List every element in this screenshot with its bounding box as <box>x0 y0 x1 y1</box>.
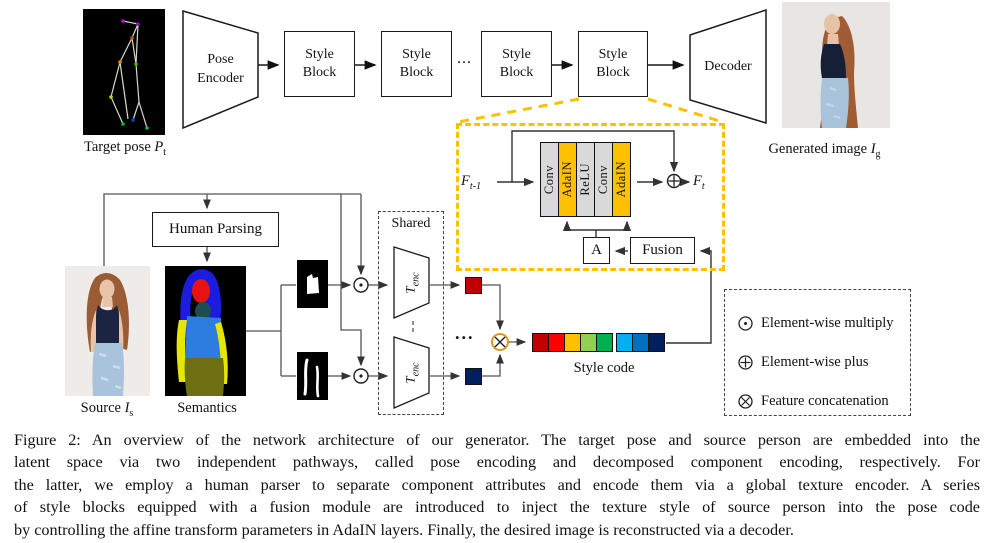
human-parsing-box: Human Parsing <box>152 212 279 247</box>
legend-item-concat: Feature concatenation <box>737 382 910 421</box>
pose-encoder: Pose Encoder <box>182 10 259 129</box>
caption-line: the latter, we employ a human parser to … <box>14 475 980 494</box>
odot-icon <box>738 316 753 331</box>
odot-icon-top <box>353 277 369 293</box>
layer-conv-2: Conv <box>594 142 613 217</box>
source-image-label: Source Is <box>80 400 134 419</box>
target-pose-label: Target pose Pt <box>83 139 167 158</box>
style-code-cell <box>596 333 613 352</box>
legend-item-multiply: Element-wise multiply <box>737 304 910 343</box>
zoom-callout-lines <box>457 97 724 124</box>
component-mask-bottom <box>297 352 328 400</box>
pipeline-ellipsis: ... <box>457 50 472 67</box>
style-code-label: Style code <box>573 360 635 376</box>
component-code-navy <box>465 368 482 385</box>
style-code-cell <box>648 333 665 352</box>
oplus-icon <box>738 355 753 370</box>
output-feature-label: Ft <box>693 173 705 192</box>
decoder: Decoder <box>689 9 767 125</box>
source-image <box>65 266 150 396</box>
detail-wires <box>497 130 712 344</box>
component-ellipsis: ... <box>455 323 475 343</box>
decoder-label: Decoder <box>704 58 752 74</box>
style-code-cell <box>564 333 581 352</box>
layer-conv-1: Conv <box>540 142 559 217</box>
connector-lines <box>103 60 724 384</box>
caption-line: of style blocks equipped with a fusion m… <box>14 498 980 517</box>
pose-encoder-label-line1: Pose <box>207 52 234 68</box>
caption-line: latent space via two independent pathway… <box>14 453 980 472</box>
generated-image <box>782 2 890 128</box>
style-code-bar <box>532 333 665 352</box>
input-feature-label: Ft-1 <box>461 173 481 192</box>
affine-params-box: A <box>583 237 610 264</box>
shared-label: Shared <box>391 216 431 231</box>
style-block-detail-box <box>456 123 725 271</box>
oplus-icon <box>666 173 682 189</box>
component-code-red <box>465 277 482 294</box>
caption-line: Figure 2: An overview of the network arc… <box>14 431 980 449</box>
texture-encoder-bottom: Tenc <box>393 336 431 409</box>
otimes-icon <box>738 394 753 409</box>
caption-line: by controlling the affine transform para… <box>14 520 794 539</box>
target-pose-image <box>83 9 165 135</box>
legend-box: Element-wise multiply Element-wise plus … <box>724 289 911 416</box>
figure-caption: Figure 2: An overview of the network arc… <box>14 429 980 541</box>
layer-adain-1: AdaIN <box>558 142 577 217</box>
shared-encoder-box <box>378 211 444 415</box>
component-wires <box>103 193 527 380</box>
pose-encoder-label-line2: Encoder <box>197 70 244 86</box>
layer-adain-2: AdaIN <box>612 142 631 217</box>
component-mask-top <box>297 260 328 308</box>
style-code-cell <box>580 333 597 352</box>
odot-icon-bottom <box>353 368 369 384</box>
layer-relu: ReLU <box>576 142 595 217</box>
style-code-cell <box>616 333 633 352</box>
style-code-cell <box>632 333 649 352</box>
style-code-cell <box>548 333 565 352</box>
fusion-box: Fusion <box>630 237 695 264</box>
style-code-cell <box>532 333 549 352</box>
texture-encoder-top: Tenc <box>393 246 431 319</box>
style-block-layers: Conv AdaIN ReLU Conv AdaIN <box>540 142 631 217</box>
otimes-icon <box>491 333 509 351</box>
semantics-label: Semantics <box>177 400 237 416</box>
generated-image-label: Generated image Ig <box>768 141 881 160</box>
legend-item-plus: Element-wise plus <box>737 343 910 382</box>
semantics-image <box>165 266 246 396</box>
